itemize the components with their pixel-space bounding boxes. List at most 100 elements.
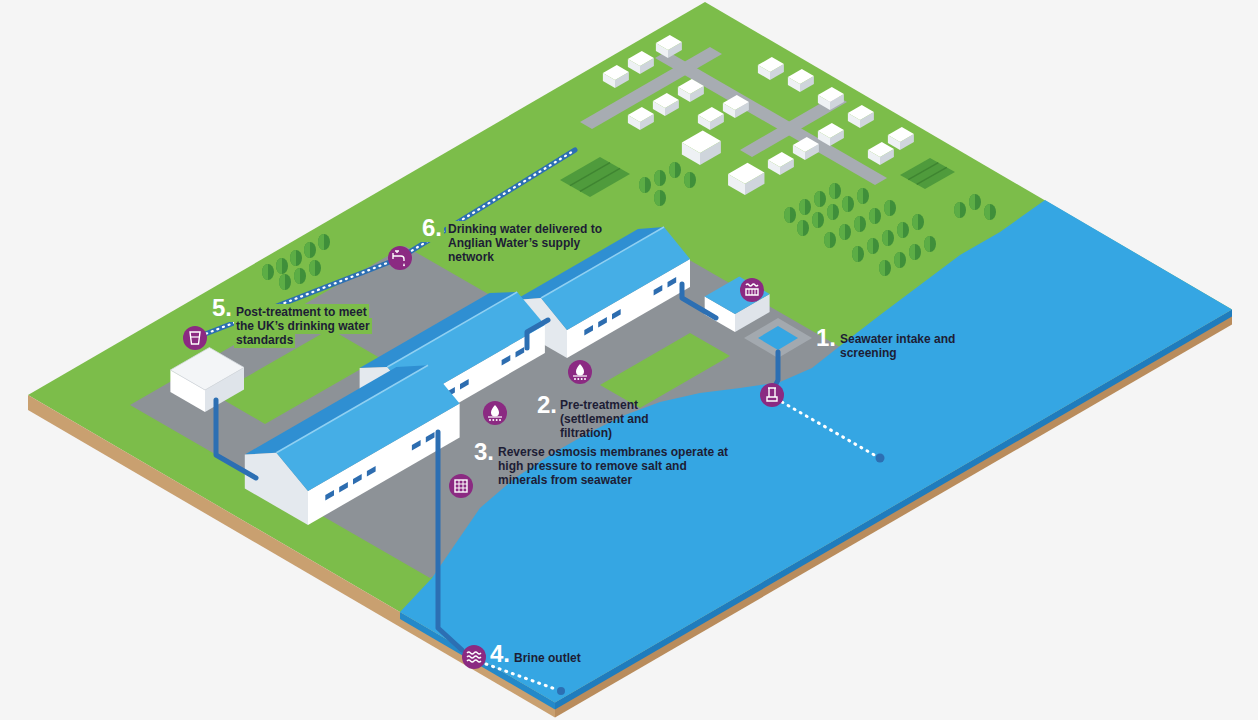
trees [262, 264, 274, 280]
trees [884, 200, 896, 216]
sea [400, 200, 1232, 703]
trees [812, 212, 824, 228]
trees [852, 246, 864, 262]
process-icon [388, 246, 412, 270]
trees [814, 191, 826, 207]
town [698, 107, 724, 130]
town [628, 51, 654, 74]
callout-number: 2. [537, 391, 557, 418]
callout-number-box: 5. [210, 296, 234, 320]
town [560, 157, 630, 197]
pretreatment-building [460, 379, 469, 390]
trees [824, 232, 836, 248]
pretreatment-building [668, 277, 677, 288]
trees [882, 230, 894, 246]
town [908, 163, 946, 185]
town [603, 65, 629, 88]
trees [829, 183, 841, 199]
trees [954, 202, 966, 218]
process-icon [483, 401, 507, 425]
trees [639, 177, 651, 193]
trees [867, 238, 879, 254]
callout-label-box: Seawater intake and screening [840, 332, 965, 360]
callout-label-box: Brine outlet [514, 651, 581, 665]
pipe [682, 284, 716, 318]
trees [279, 274, 291, 290]
callout-label: Brine outlet [514, 651, 581, 665]
pretreatment-building [387, 292, 517, 367]
town [848, 105, 874, 128]
callout-label-box: Pre-treatment (settlement and filtration… [560, 398, 660, 440]
pipe [527, 320, 548, 348]
town [793, 137, 819, 160]
trees [984, 204, 996, 220]
intake-building [758, 326, 798, 350]
town [560, 35, 955, 197]
town [868, 142, 894, 165]
town [656, 35, 682, 58]
trees [797, 220, 809, 236]
process-icon [760, 383, 784, 407]
pipe [438, 432, 462, 650]
trees [839, 224, 851, 240]
callout-label-box: Reverse osmosis membranes operate at hig… [498, 445, 734, 487]
reverse-osmosis-building [426, 432, 435, 443]
town [628, 107, 654, 130]
town [900, 158, 955, 189]
callout-number-box: 1. [816, 326, 836, 350]
reverse-osmosis-building [339, 482, 348, 493]
town [678, 79, 704, 102]
trees [924, 236, 936, 252]
reverse-osmosis-building [353, 474, 362, 485]
town [655, 51, 887, 185]
trees [309, 260, 321, 276]
pretreatment-building [502, 355, 511, 366]
trees [897, 222, 909, 238]
dotted-pipeline [557, 687, 565, 695]
pretreatment-building [654, 285, 663, 296]
trees [654, 170, 666, 186]
dotted-pipeline [876, 454, 885, 463]
trees [912, 214, 924, 230]
pretreatment-building [598, 317, 607, 328]
town [682, 131, 721, 166]
callout-number: 3. [474, 438, 494, 465]
town [818, 123, 844, 146]
trees [290, 250, 302, 266]
trees [304, 242, 316, 258]
trees [842, 196, 854, 212]
callout-label: Seawater intake and screening [840, 332, 955, 360]
town [758, 57, 784, 80]
callout-number: 5. [210, 293, 234, 322]
town [723, 95, 749, 118]
pipe [216, 284, 778, 650]
callout-number: 6. [420, 213, 444, 242]
reverse-osmosis-building [412, 440, 421, 451]
intake-building [705, 277, 812, 359]
trees [969, 194, 981, 210]
callout-label-box: Drinking water delivered to Anglian Wate… [446, 222, 616, 264]
callout-label: Drinking water delivered to Anglian Wate… [446, 221, 604, 265]
reverse-osmosis-building [367, 466, 376, 477]
reverse-osmosis-building [276, 365, 459, 491]
trees [909, 244, 921, 260]
town [788, 69, 814, 92]
trees [294, 268, 306, 284]
trees [318, 234, 330, 250]
reverse-osmosis-building [245, 365, 460, 525]
process-icon [183, 326, 207, 350]
trees [879, 260, 891, 276]
trees [684, 172, 696, 188]
town [818, 87, 844, 110]
town [653, 93, 679, 116]
callout-number-box: 3. [474, 440, 494, 464]
town [570, 163, 620, 192]
callout-number: 4. [490, 640, 510, 667]
process-icon [449, 474, 473, 498]
trees [869, 208, 881, 224]
intake-building [705, 277, 770, 315]
dotted-pipeline [195, 150, 885, 695]
post-treatment-building [170, 348, 244, 391]
